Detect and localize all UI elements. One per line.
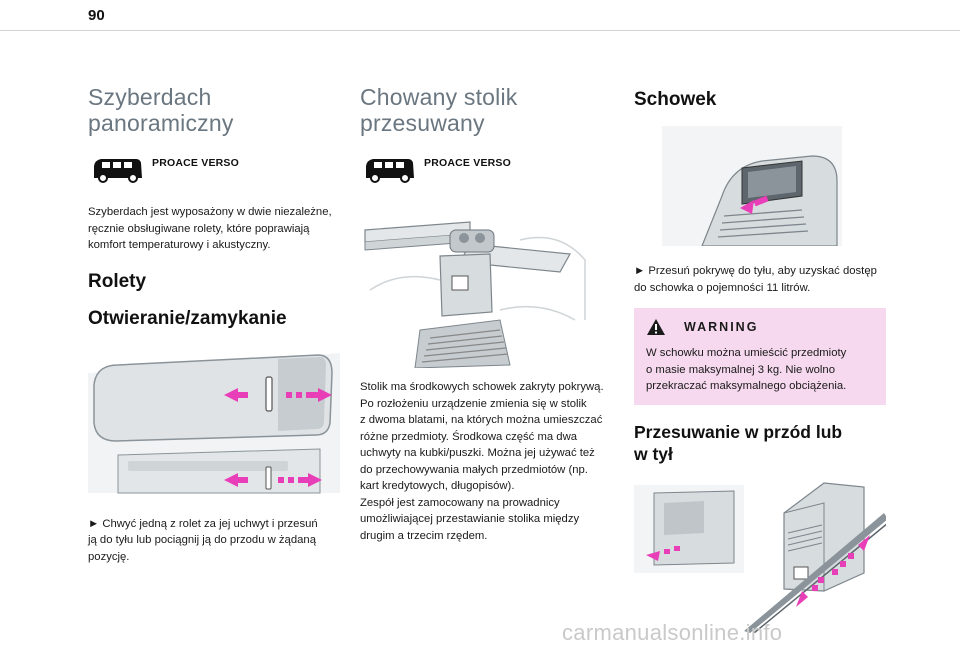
table-body-text: Stolik ma środkowych schowek zakryty pok… — [360, 381, 604, 542]
storage-instruction-text: ► Przesuń pokrywę do tyłu, aby uzyskać d… — [634, 265, 877, 294]
model-badge: PROACE VERSO — [88, 154, 340, 194]
roof-instruction-text: ► Chwyć jedną z rolet za jej uchwyt i pr… — [88, 517, 318, 563]
warning-box: WARNING W schowku można umieścić przedmi… — [634, 308, 886, 405]
model-label: PROACE VERSO — [152, 157, 239, 169]
model-label: PROACE VERSO — [424, 157, 511, 169]
heading-blinds: Rolety — [88, 270, 147, 292]
warning-header: WARNING — [646, 318, 876, 336]
roof-intro-text: Szyberdach jest wyposażony w dwie niezal… — [88, 206, 332, 251]
sunroof-illustration — [88, 352, 340, 493]
column-storage: Schowek ► Przesuń pokrywę do tyłu, aby u… — [634, 84, 889, 638]
heading-open-close: Otwieranie/zamykanie — [88, 307, 287, 329]
van-icon — [94, 159, 142, 183]
warning-triangle-icon — [647, 319, 665, 335]
arrow-storage — [740, 195, 769, 214]
arrow-roof-4 — [278, 472, 322, 487]
arrow-roof-2 — [286, 387, 332, 402]
column-sliding-table: Chowany stolik przesuwany PROACE VERSO — [360, 84, 612, 544]
arrow-roof-1 — [224, 387, 248, 402]
warning-title: WARNING — [684, 320, 759, 334]
slide-illustration — [634, 481, 889, 634]
section-title-roof: Szyberdach panoramiczny — [88, 84, 234, 136]
van-icon — [366, 159, 414, 183]
column-panoramic-roof: Szyberdach panoramiczny PROACE VERSO Szy… — [88, 84, 340, 565]
section-title-table: Chowany stolik przesuwany — [360, 84, 518, 136]
arrow-roof-3 — [224, 472, 248, 487]
warning-text: W schowku można umieścić przedmioty o ma… — [646, 347, 847, 392]
table-illustration — [364, 221, 586, 369]
section-title-storage: Schowek — [634, 89, 717, 110]
heading-slide: Przesuwanie w przód lub w tył — [634, 421, 843, 464]
header-rule — [0, 30, 960, 31]
storage-illustration — [662, 126, 842, 247]
watermark: carmanualsonline.info — [562, 620, 783, 645]
page-number: 90 — [88, 7, 105, 24]
model-badge: PROACE VERSO — [360, 154, 612, 194]
